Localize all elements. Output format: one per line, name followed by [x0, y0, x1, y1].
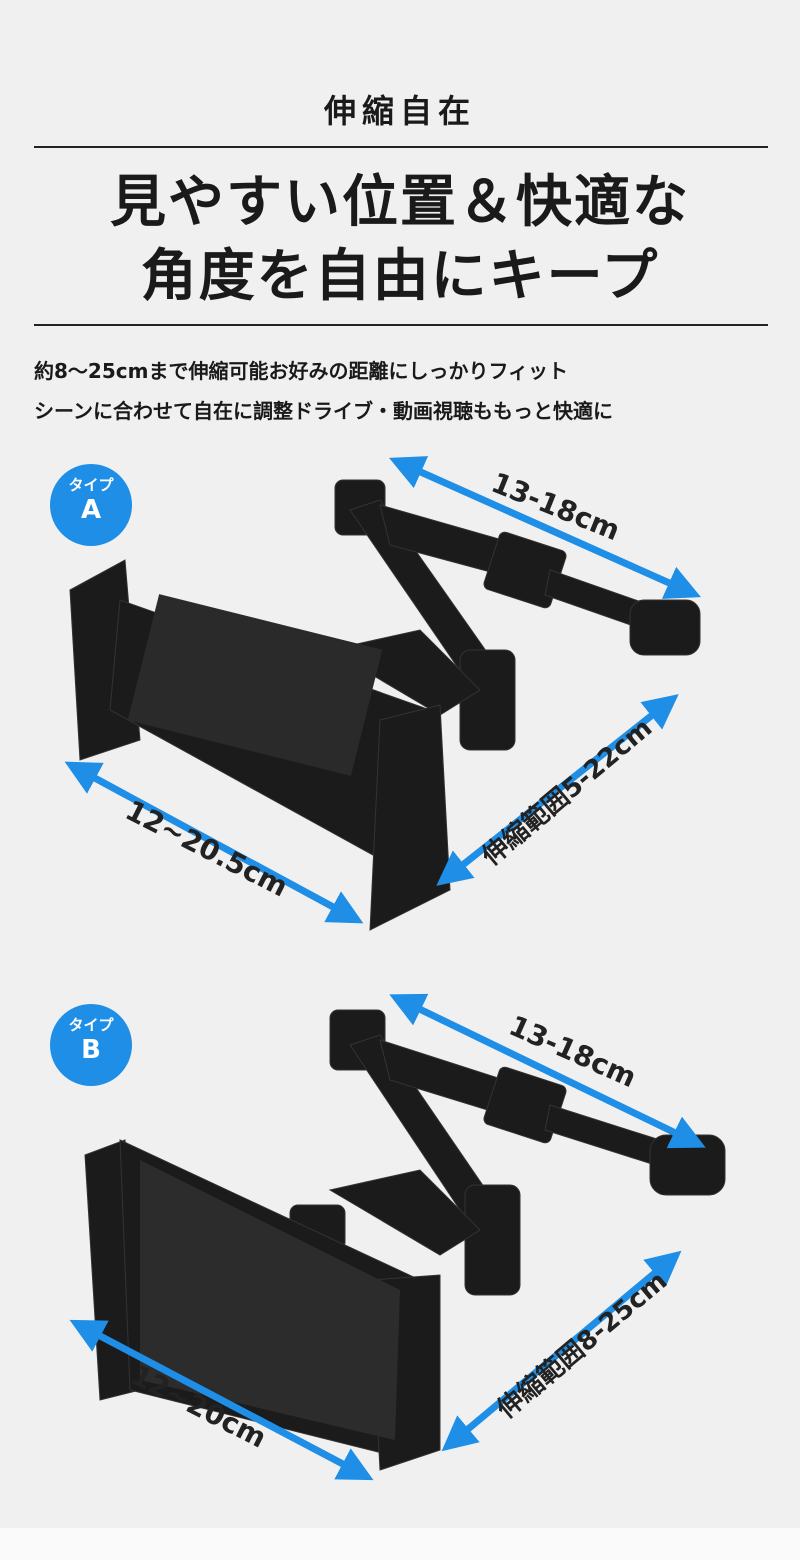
type-b-badge: タイプ B: [50, 1004, 132, 1086]
bottom-divider: [34, 324, 768, 326]
type-a-badge: タイプ A: [50, 464, 132, 546]
footer-strip: [0, 1528, 800, 1560]
type-b-section: タイプ B 13-18cm 12~20cm 伸縮範囲8-25cm: [0, 990, 800, 1530]
description-line-1: 約8〜25cmまで伸縮可能お好みの距離にしっかりフィット: [34, 359, 569, 383]
type-a-arm-arrow: [389, 456, 701, 599]
eyebrow-title: 伸縮自在: [323, 92, 476, 130]
type-b-badge-label: タイプ: [68, 1016, 114, 1034]
type-a-badge-label: タイプ: [68, 476, 114, 494]
type-b-range-arrow: [441, 1250, 682, 1452]
type-a-holder-arrow: [64, 761, 364, 924]
type-a-range-arrow: [436, 694, 679, 886]
headline-line-2: 角度を自由にキープ: [140, 244, 660, 309]
type-b-product-illustration: [69, 993, 726, 1481]
description-line-2: シーンに合わせて自在に調整ドライブ・動画視聴ももっと快適に: [34, 399, 613, 423]
type-a-product-illustration: [64, 456, 701, 931]
top-divider: [34, 146, 768, 148]
type-b-holder-arrow: [69, 1319, 374, 1481]
type-a-badge-letter: A: [80, 495, 102, 525]
type-a-section: タイプ A 13-18cm 12~20.5cm 伸縮範囲5-22cm: [0, 450, 800, 950]
headline: 見やすい位置＆快適な 角度を自由にキープ: [0, 166, 800, 314]
type-b-badge-letter: B: [81, 1035, 101, 1065]
type-b-arm-arrow: [389, 993, 706, 1149]
headline-line-1: 見やすい位置＆快適な: [110, 170, 690, 235]
